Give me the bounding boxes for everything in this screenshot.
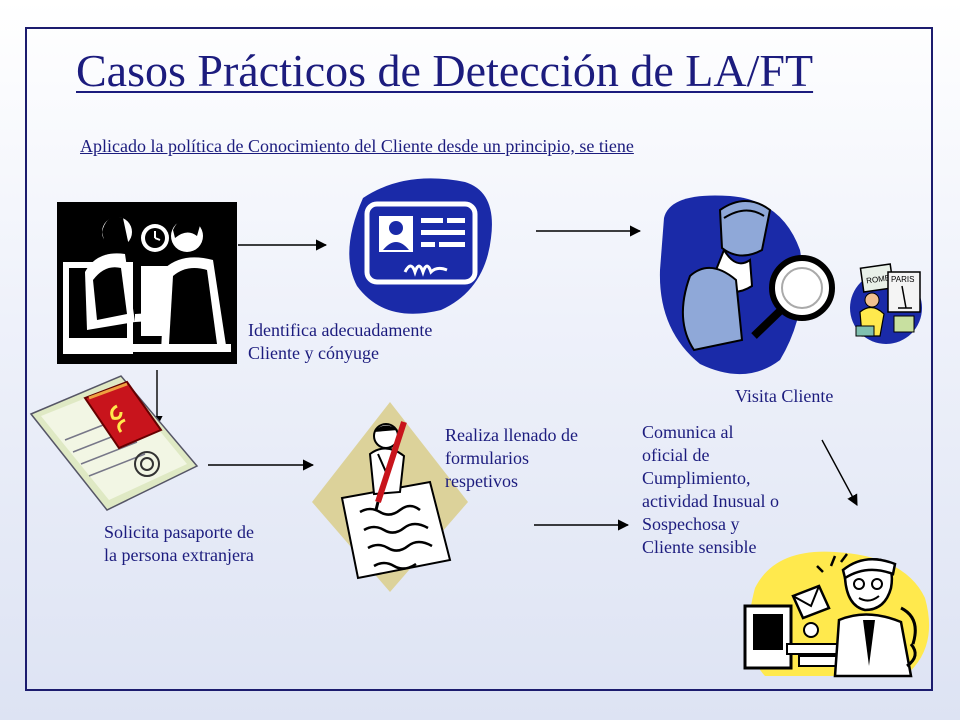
slide-subtitle: Aplicado la política de Conocimiento del… (80, 136, 634, 156)
id-card-icon (349, 178, 492, 314)
step-report-line-3: Cumplimiento, (642, 468, 751, 488)
step-identify-line-1: Identifica adecuadamente (248, 320, 433, 340)
step-report-line-1: Comunica al (642, 422, 734, 442)
step-identify-line-2: Cliente y cónyuge (248, 343, 379, 363)
step-passport-line-1: Solicita pasaporte de (104, 522, 254, 542)
slide-frame (25, 27, 933, 691)
visit-magnifier-icon: ROME PARIS (659, 195, 922, 375)
step-forms-line-2: formularios (445, 448, 529, 468)
step-report-line-6: Cliente sensible (642, 537, 757, 557)
step-forms-line-3: respetivos (445, 471, 518, 491)
step-report-label: Comunica al oficial de Cumplimiento, act… (642, 421, 779, 559)
poster-paris-text: PARIS (891, 275, 914, 284)
step-forms-label: Realiza llenado de formularios respetivo… (445, 424, 578, 493)
step-passport-label: Solicita pasaporte de la persona extranj… (104, 521, 254, 567)
step-passport-line-2: la persona extranjera (104, 545, 254, 565)
passport-icon (29, 375, 199, 511)
step-identify-label: Identifica adecuadamente Cliente y cónyu… (248, 319, 432, 365)
step-report-line-5: Sospechosa y (642, 514, 740, 534)
step-report-line-4: actividad Inusual o (642, 491, 779, 511)
form-writing-icon (312, 402, 468, 592)
client-meeting-icon (57, 202, 237, 364)
step-forms-line-1: Realiza llenado de (445, 425, 578, 445)
step-report-line-2: oficial de (642, 445, 710, 465)
slide-title: Casos Prácticos de Detección de LA/FT (76, 45, 814, 96)
arrow-report-down (821, 439, 858, 506)
poster-rome-text: ROME (866, 273, 891, 285)
report-phone-icon (743, 551, 930, 678)
step-visit-label: Visita Cliente (735, 386, 834, 406)
